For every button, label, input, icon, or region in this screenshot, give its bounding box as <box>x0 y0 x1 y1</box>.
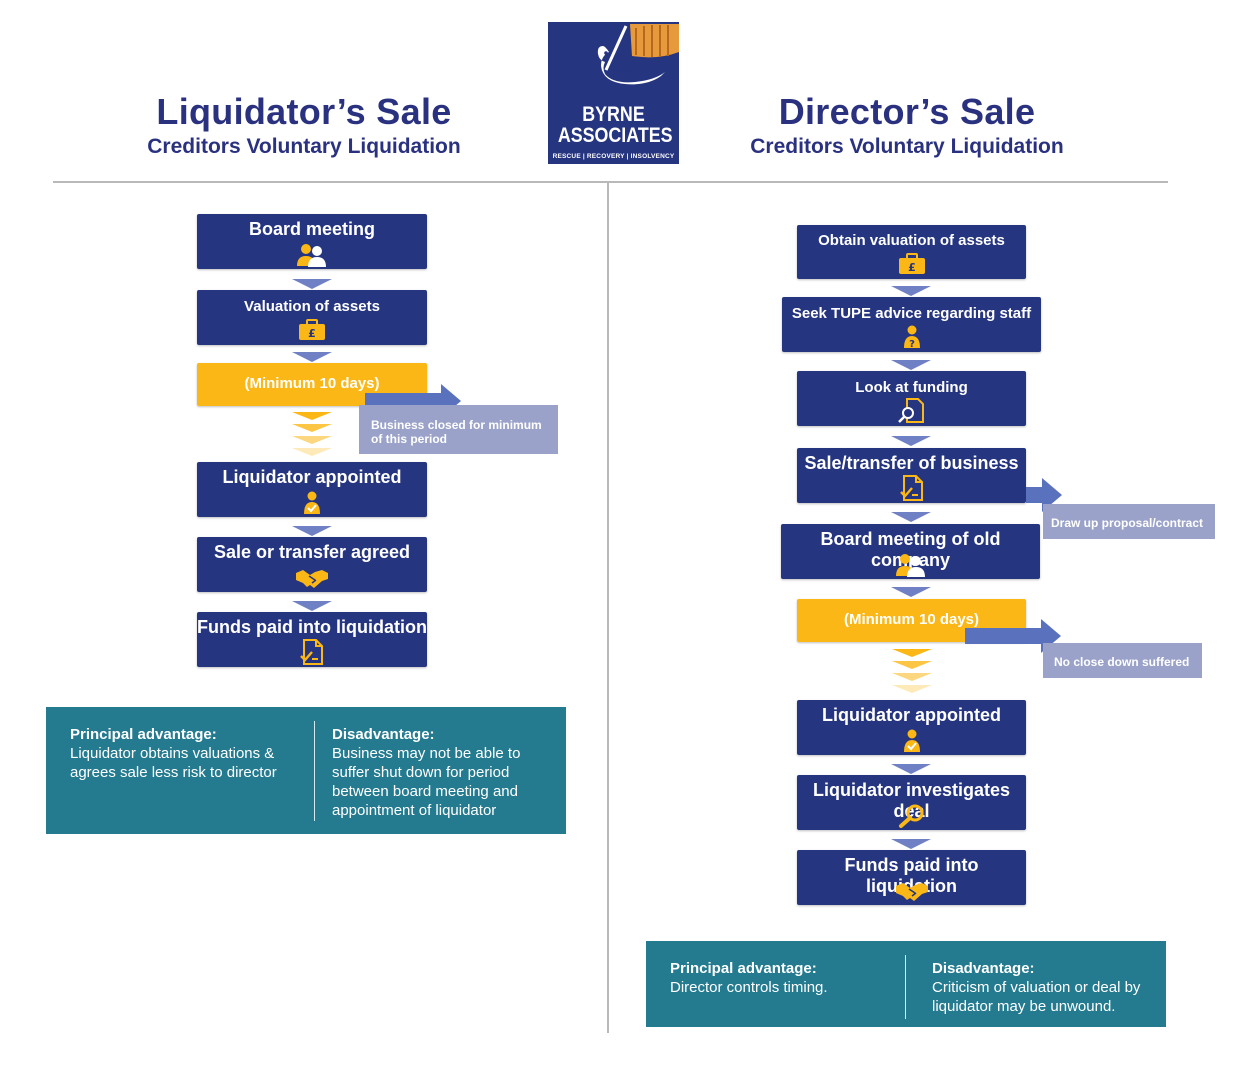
right-chevron-7 <box>891 764 931 774</box>
right-advantage-col: Principal advantage: Director controls t… <box>670 959 905 997</box>
right-title-sub: Creditors Voluntary Liquidation <box>750 135 1064 158</box>
document-check-icon <box>899 475 923 501</box>
byrne-associates-logo: BYRNE ASSOCIATES RESCUE | RECOVERY | INS… <box>548 22 679 164</box>
vertical-divider <box>607 183 609 1033</box>
briefcase-pound-icon: £ <box>299 319 325 340</box>
left-advantage-text: Liquidator obtains valuations & agrees s… <box>70 745 277 781</box>
left-step-valuation: Valuation of assets £ <box>197 290 427 345</box>
left-title-main: Liquidator’s Sale <box>156 91 452 132</box>
right-step-label: Look at funding <box>855 379 968 396</box>
right-advantage-heading: Principal advantage: <box>670 960 817 977</box>
left-arrow-right <box>365 384 461 418</box>
left-yellow-chevrons <box>292 412 332 456</box>
person-check-icon <box>903 729 920 752</box>
left-advantages-panel: Principal advantage: Liquidator obtains … <box>46 707 566 834</box>
right-disadvantage-text: Criticism of valuation or deal by liquid… <box>932 979 1141 1015</box>
right-panel-divider <box>905 955 906 1019</box>
svg-text:?: ? <box>909 339 915 349</box>
right-arrow-contract <box>1026 478 1062 512</box>
people-icon <box>297 244 326 267</box>
people-icon <box>895 554 925 577</box>
horizontal-divider <box>53 181 1168 183</box>
right-title-main: Director’s Sale <box>778 91 1036 132</box>
right-step-label: Obtain valuation of assets <box>818 232 1005 249</box>
right-step-funds-paid: Funds paid into liquidation <box>797 850 1026 905</box>
left-step-board-meeting: Board meeting <box>197 214 427 269</box>
left-advantage-col: Principal advantage: Liquidator obtains … <box>70 725 305 782</box>
logo-tagline: RESCUE | RECOVERY | INSOLVENCY <box>552 153 675 160</box>
right-step-label: Liquidator appointed <box>822 705 1001 725</box>
right-advantage-text: Director controls timing. <box>670 979 828 996</box>
left-chevron-4 <box>292 526 332 536</box>
svg-text:£: £ <box>908 261 916 274</box>
left-disadvantage-col: Disadvantage: Business may not be able t… <box>332 725 552 820</box>
left-panel-divider <box>314 721 315 821</box>
left-note-business-closed: Business closed for minimum of this peri… <box>359 405 558 454</box>
left-step-label: Liquidator appointed <box>222 467 402 487</box>
logo-line1: BYRNE <box>582 103 645 126</box>
left-step-sale-agreed: Sale or transfer agreed <box>197 537 427 592</box>
right-title: Director’s Sale Creditors Voluntary Liqu… <box>707 92 1107 160</box>
left-chevron-5 <box>292 601 332 611</box>
left-step-label: Valuation of assets <box>244 298 380 315</box>
magnify-document-icon <box>897 398 924 423</box>
right-advantages-panel: Principal advantage: Director controls t… <box>646 941 1166 1027</box>
right-step-board-meeting-old: Board meeting of old company <box>781 524 1040 579</box>
right-step-sale-transfer: Sale/transfer of business <box>797 448 1026 503</box>
right-chevron-3 <box>891 436 931 446</box>
right-disadvantage-col: Disadvantage: Criticism of valuation or … <box>932 959 1157 1016</box>
right-step-liquidator-appointed: Liquidator appointed <box>797 700 1026 755</box>
right-chevron-2 <box>891 360 931 370</box>
left-disadvantage-text: Business may not be able to suffer shut … <box>332 745 521 819</box>
left-step-funds-paid: Funds paid into liquidation <box>197 612 427 667</box>
right-step-look-funding: Look at funding <box>797 371 1026 426</box>
left-note-text: Business closed for minimum of this peri… <box>371 418 542 446</box>
right-step-obtain-valuation: Obtain valuation of assets £ <box>797 225 1026 279</box>
right-note-close-text: No close down suffered <box>1054 655 1190 669</box>
right-step-liquidator-investigates: Liquidator investigates deal <box>797 775 1026 830</box>
left-chevron-2 <box>292 352 332 362</box>
left-step-label: Sale or transfer agreed <box>213 542 411 562</box>
viking-ship-icon <box>597 24 679 85</box>
right-step-label: Seek TUPE advice regarding staff <box>791 305 1032 322</box>
right-yellow-chevrons <box>892 649 932 693</box>
handshake-icon <box>895 883 928 901</box>
document-check-icon <box>300 639 323 665</box>
right-chevron-1 <box>891 286 931 296</box>
logo-line2: ASSOCIATES <box>557 124 673 147</box>
right-note-contract-text: Draw up proposal/contract <box>1051 516 1204 530</box>
left-step-label: (Minimum 10 days) <box>244 375 380 392</box>
right-note-close-down: No close down suffered <box>1043 643 1202 678</box>
left-advantage-heading: Principal advantage: <box>70 726 217 743</box>
left-title: Liquidator’s Sale Creditors Voluntary Li… <box>104 92 504 160</box>
right-chevron-5 <box>891 587 931 597</box>
person-question-icon: ? <box>903 325 920 349</box>
right-chevron-8 <box>891 839 931 849</box>
right-disadvantage-heading: Disadvantage: <box>932 960 1035 977</box>
right-note-contract: Draw up proposal/contract <box>1043 504 1215 539</box>
right-arrow-close <box>965 619 1061 653</box>
left-title-sub: Creditors Voluntary Liquidation <box>147 135 461 158</box>
briefcase-pound-icon: £ <box>898 253 925 274</box>
left-step-label: Board meeting <box>248 219 376 239</box>
left-step-liquidator-appointed: Liquidator appointed <box>197 462 427 517</box>
left-step-label: Funds paid into liquidation <box>197 617 427 637</box>
right-step-label: Funds paid into liquidation <box>844 855 979 896</box>
right-step-tupe-advice: Seek TUPE advice regarding staff ? <box>782 297 1041 352</box>
left-disadvantage-heading: Disadvantage: <box>332 726 435 743</box>
svg-text:£: £ <box>308 327 316 340</box>
handshake-icon <box>296 570 328 588</box>
right-step-label: Board meeting of old company <box>820 529 1001 570</box>
right-chevron-4 <box>891 512 931 522</box>
magnify-icon <box>898 804 923 828</box>
right-step-label: Sale/transfer of business <box>804 453 1019 473</box>
right-step-label: (Minimum 10 days) <box>843 611 980 628</box>
left-chevron-1 <box>292 279 332 289</box>
person-check-icon <box>304 491 320 514</box>
